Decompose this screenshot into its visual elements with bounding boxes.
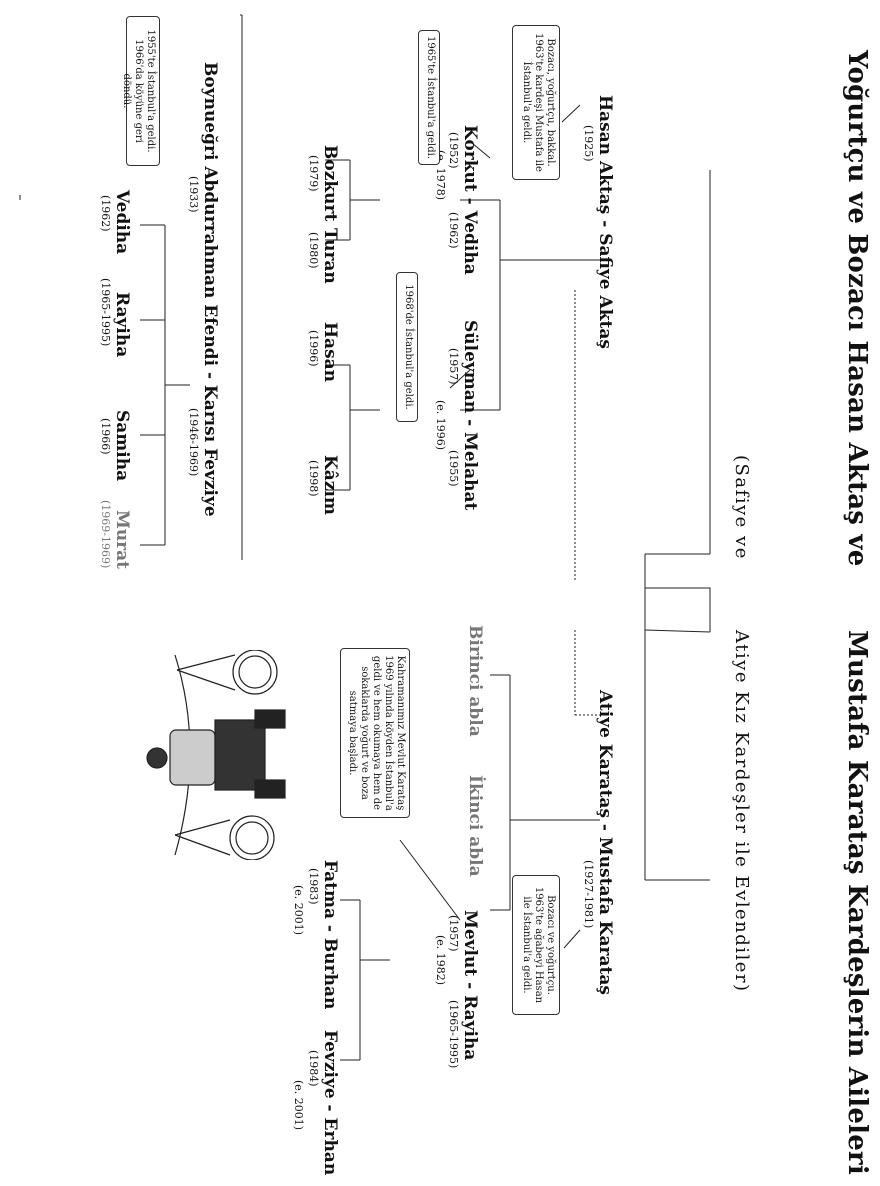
child-hasan-year: (1996) (307, 330, 320, 367)
atiye-mustafa-couple: Atiye Karataş - Mustafa Karataş (595, 690, 615, 995)
title-right: Mustafa Karataş Kardeşlerin Aileleri (842, 630, 872, 1175)
child-hasan: Hasan (320, 322, 340, 383)
child-rayiha: Rayiha (112, 292, 132, 358)
child-turan-year: (1980) (307, 232, 320, 269)
child-rayiha-year: (1965-1995) (99, 278, 112, 347)
child-bozkurt-year: (1979) (307, 155, 320, 192)
child-fatma-burhan: Fatma - Burhan (320, 860, 340, 1010)
suleyman-year: (1957) (447, 348, 460, 385)
child-turan: Turan (320, 228, 340, 284)
korkut-vediha-couple: Korkut - Vediha (460, 125, 480, 275)
note-korkut: 1965'te İstanbul'a geldi. (418, 30, 440, 165)
vediha-year: (1962) (447, 212, 460, 249)
subtitle-right: Atiye Kız Kardeşler ile Evlendiler) (731, 630, 752, 993)
title-left: Yoğurtçu ve Bozacı Hasan Aktaş ve (842, 50, 872, 567)
child-murat-year: (1969-1969) (99, 500, 112, 569)
child-samiha-year: (1966) (99, 418, 112, 455)
mevlut-rayiha-couple: Mevlut - Rayiha (460, 910, 480, 1061)
child-kazim-year: (1998) (307, 460, 320, 497)
mevlut-married: (e. 1982) (434, 935, 447, 986)
child-ikinci-abla: İkinci abla (465, 775, 485, 877)
rayiha-year: (1965-1995) (447, 1000, 460, 1069)
note-boynuegri: 1955'te İstanbul'a geldi. 1966'da köyüne… (121, 16, 160, 166)
melahat-year: (1955) (447, 450, 460, 487)
subtitle-left: (Safiye ve (731, 455, 752, 560)
hasan-safiye-couple: Hasan Aktaş - Safiye Aktaş (595, 95, 615, 349)
boza-vendor-illustration (146, 650, 286, 860)
suleyman-married: (e. 1996) (434, 400, 447, 451)
child-fatma-married: (e. 2001) (292, 885, 305, 936)
child-fevziye-married: (e. 2001) (292, 1080, 305, 1131)
mustafa-year: (1927-1981) (582, 860, 595, 929)
note-suleyman: 1968'de İstanbul'a geldi. (396, 272, 418, 422)
note-hasan: Bozacı, yoğurtçu, bakkal. 1963'te kardeş… (512, 25, 560, 180)
child-fevziye-erhan: Fevziye - Erhan (320, 1030, 340, 1176)
child-murat: Murat (112, 510, 132, 570)
child-vediha-year: (1962) (99, 195, 112, 232)
child-birinci-abla: Birinci abla (465, 625, 485, 737)
child-samiha: Samiha (112, 410, 132, 482)
abdurrahman-year: (1933) (187, 176, 200, 213)
fevziye-year: (1946-1969) (187, 408, 200, 477)
child-kazim: Kâzım (320, 455, 340, 515)
child-bozkurt: Bozkurt (320, 145, 340, 222)
note-mevlut: Kahramanımız Mevlut Karataş 1969 yılında… (340, 648, 410, 818)
child-vediha: Vediha (112, 190, 132, 255)
note-mustafa: Bozacı ve yoğurtçu. 1963'te ağabeyi Hasa… (512, 875, 560, 1015)
korkut-year: (1952) (447, 132, 460, 169)
child-fevziye-year: (1984) (307, 1050, 320, 1087)
boynuegri-couple: Boynueğri Abdurrahman Efendi - Karısı Fe… (200, 62, 220, 517)
child-fatma-year: (1983) (307, 868, 320, 905)
suleyman-melahat-couple: Süleyman - Melahat (460, 320, 480, 511)
mevlut-year: (1957) (447, 915, 460, 952)
hasan-year: (1925) (582, 125, 595, 162)
